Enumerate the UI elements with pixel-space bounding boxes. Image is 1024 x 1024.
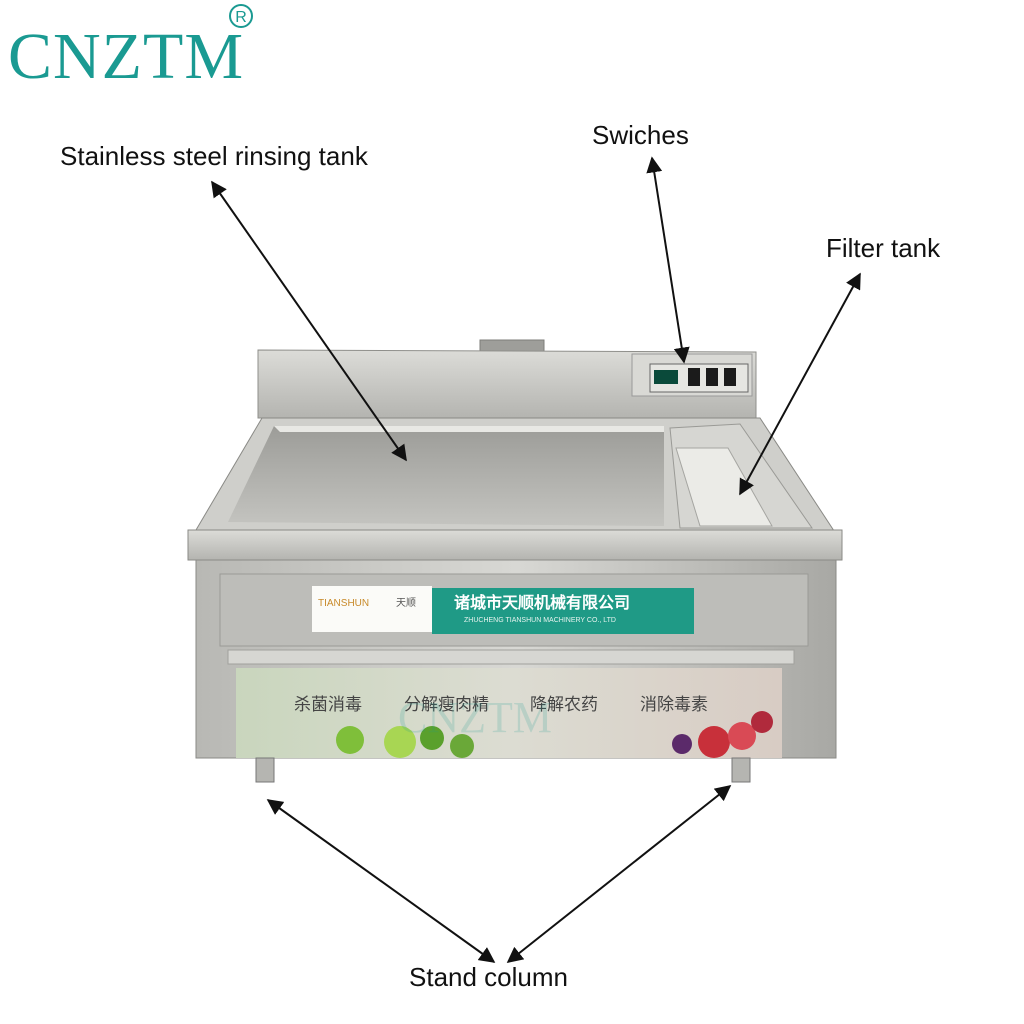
slogan-1: 杀菌消毒 (294, 695, 362, 715)
nameplate: TIANSHUN 天顺 诸城市天顺机械有限公司 ZHUCHENG TIANSHU… (312, 586, 694, 634)
arrow-filter-tank (739, 272, 861, 496)
label-stand-column: Stand column (409, 962, 568, 992)
label-rinsing-tank: Stainless steel rinsing tank (60, 141, 368, 171)
switch-panel (649, 363, 749, 393)
label-filter-tank: Filter tank (826, 233, 941, 263)
watermark-text: CNZTM (398, 693, 552, 742)
switch-1 (688, 368, 700, 386)
arrow-stand-left (266, 799, 496, 963)
fruit-banner: 杀菌消毒 分解瘦肉精 降解农药 消除毒素 CNZTM (294, 693, 773, 758)
slogan-3: 降解农药 (530, 695, 598, 715)
arrow-rinsing-tank (211, 180, 407, 462)
callout-arrows (211, 156, 861, 963)
switch-3 (724, 368, 736, 386)
label-switches: Swiches (592, 120, 689, 150)
slogan-4: 消除毒素 (640, 695, 708, 715)
brand-logo: CNZTM (8, 20, 244, 93)
nameplate-company-cn: 诸城市天顺机械有限公司 (454, 593, 630, 612)
slogan-2: 分解瘦肉精 (404, 695, 489, 715)
switch-2 (706, 368, 718, 386)
nameplate-company-en: ZHUCHENG TIANSHUN MACHINERY CO., LTD (464, 617, 616, 624)
nameplate-brand-en: TIANSHUN (318, 598, 369, 609)
registered-mark: R (229, 4, 253, 28)
arrow-switches (646, 156, 690, 364)
nameplate-brand-cn: 天顺 (396, 597, 416, 609)
arrow-stand-right (506, 785, 732, 963)
stand-columns (255, 757, 751, 783)
